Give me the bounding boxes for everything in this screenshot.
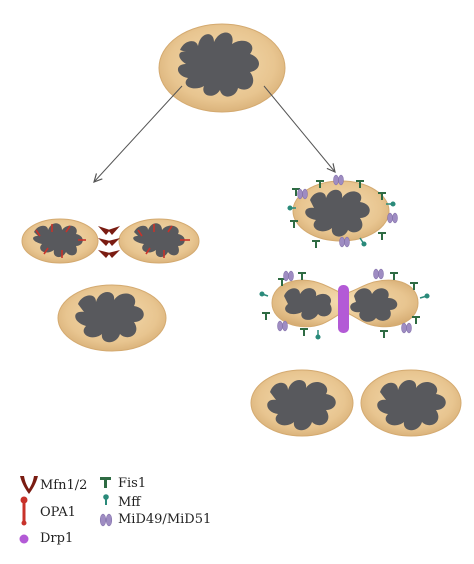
legend-label-mff: Mff	[118, 495, 141, 510]
drp-dot-icon	[19, 534, 29, 544]
mff-pin-icon	[103, 494, 109, 505]
fis-t-icon	[100, 477, 111, 488]
mid-pair-icon	[99, 513, 113, 527]
legend-label-fis: Fis1	[118, 476, 147, 491]
daughter-mitochondrion-right	[360, 369, 462, 437]
mfn-tethers	[98, 226, 120, 258]
daughter-mitochondrion-left	[250, 369, 354, 437]
legend-label-drp: Drp1	[40, 531, 74, 546]
opa-stick-icon	[20, 496, 28, 526]
fused-mitochondrion	[57, 284, 167, 352]
legend-label-mfn: Mfn1/2	[40, 478, 88, 493]
legend-icons	[19, 476, 113, 544]
parent-cristae	[177, 32, 259, 97]
constricting-mitochondrion	[259, 268, 430, 340]
arrow-to-fusion	[94, 85, 183, 182]
legend-label-opa: OPA1	[40, 505, 76, 520]
mfn-v-icon	[20, 476, 38, 494]
fusion-left-mitochondrion	[21, 218, 99, 264]
arrow-to-fission	[263, 85, 335, 172]
legend-label-mid: MiD49/MiD51	[118, 512, 212, 527]
fusion-right-mitochondrion	[118, 218, 200, 264]
parent-mitochondrion	[158, 23, 286, 113]
fission-mitochondrion-adaptors	[287, 174, 398, 248]
